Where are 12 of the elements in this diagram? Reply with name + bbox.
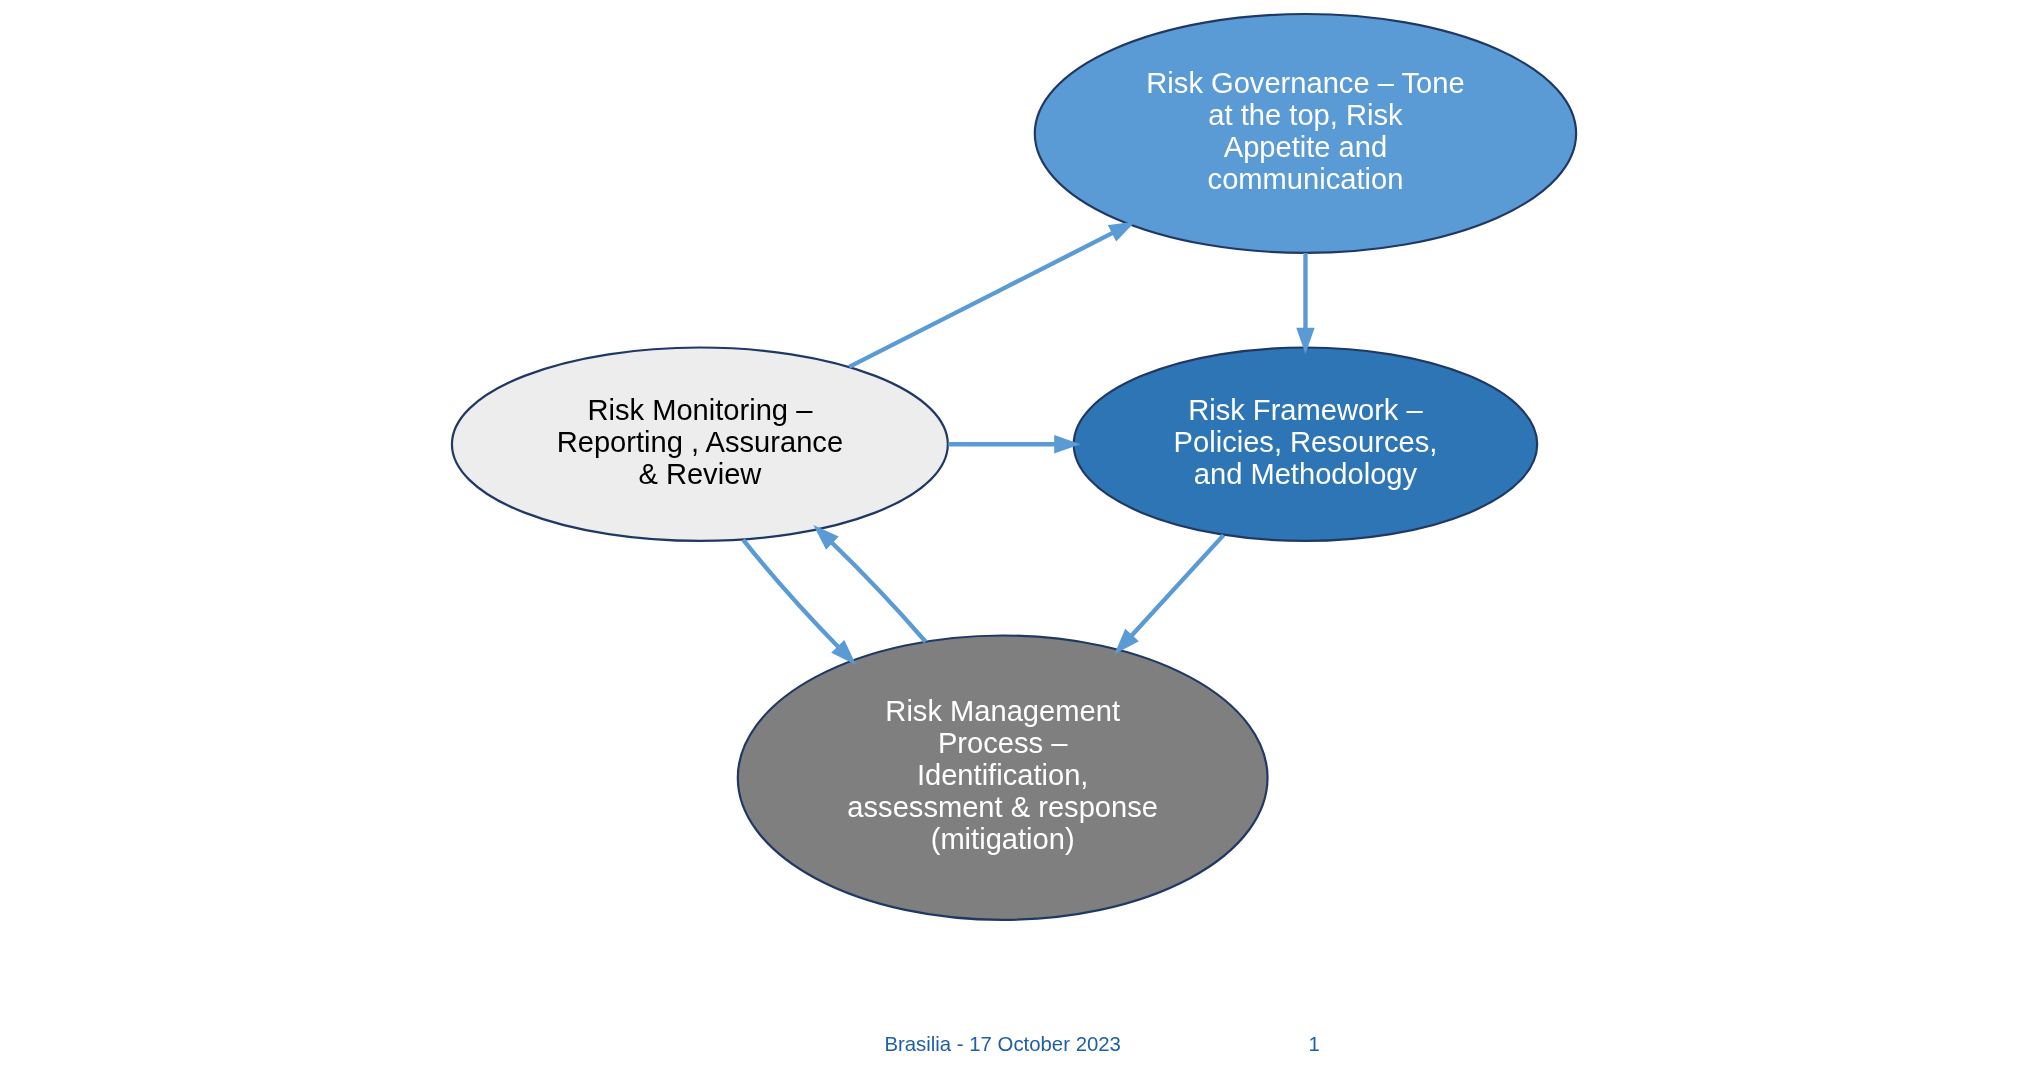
arrow [741,538,857,666]
label: Brasilia - 17 October 2023 [884,1033,1121,1056]
label: 1 [1308,1033,1320,1056]
arrow [1114,533,1226,655]
arrow [1296,253,1315,354]
arrow [948,435,1081,454]
arrow [848,221,1136,369]
node-ellipse: Risk Governance – Tone at the top, Risk Appetite and communication [1033,12,1578,254]
node-ellipse: Risk Framework – Policies, Resources, and Methodology [1072,346,1539,543]
node-ellipse: Risk Monitoring – Reporting , Assurance & Review [450,346,949,543]
node-ellipse: Risk Management Process – Identification, assessment & response (mitigation) [736,634,1269,921]
arrow [813,524,928,644]
